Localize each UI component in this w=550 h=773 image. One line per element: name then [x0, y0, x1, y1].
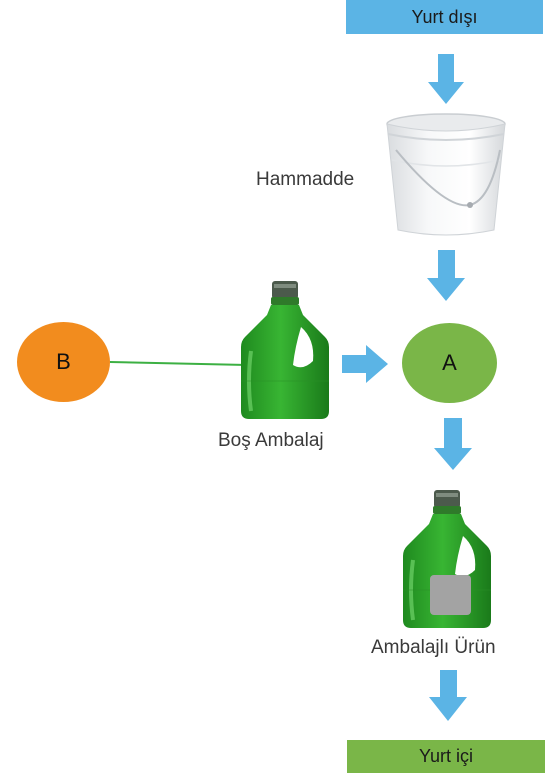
- top-banner-label: Yurt dışı: [411, 6, 478, 27]
- raw-material-label: Hammadde: [256, 169, 355, 190]
- packaged-bottle-icon: [401, 488, 493, 630]
- bottom-banner-yurt-ici: Yurt içi: [347, 740, 545, 773]
- empty-packaging-label: Boş Ambalaj: [218, 430, 324, 451]
- arrow-right-icon: [342, 345, 388, 383]
- node-b-label: B: [56, 349, 71, 374]
- bottle-icon: [239, 279, 331, 421]
- bottom-banner-label: Yurt içi: [418, 746, 474, 766]
- packaged-product-label: Ambalajlı Ürün: [371, 637, 496, 658]
- bucket-icon: [386, 113, 506, 236]
- node-a-label: A: [442, 350, 457, 375]
- arrow-down-icon: [434, 418, 472, 470]
- node-b: B: [17, 322, 110, 402]
- arrow-down-icon: [429, 670, 467, 721]
- top-banner-yurt-disi: Yurt dışı: [346, 0, 543, 34]
- arrow-down-icon: [428, 54, 464, 104]
- node-a: A: [402, 323, 497, 403]
- arrow-down-icon: [427, 250, 465, 301]
- connector-line: [109, 361, 248, 366]
